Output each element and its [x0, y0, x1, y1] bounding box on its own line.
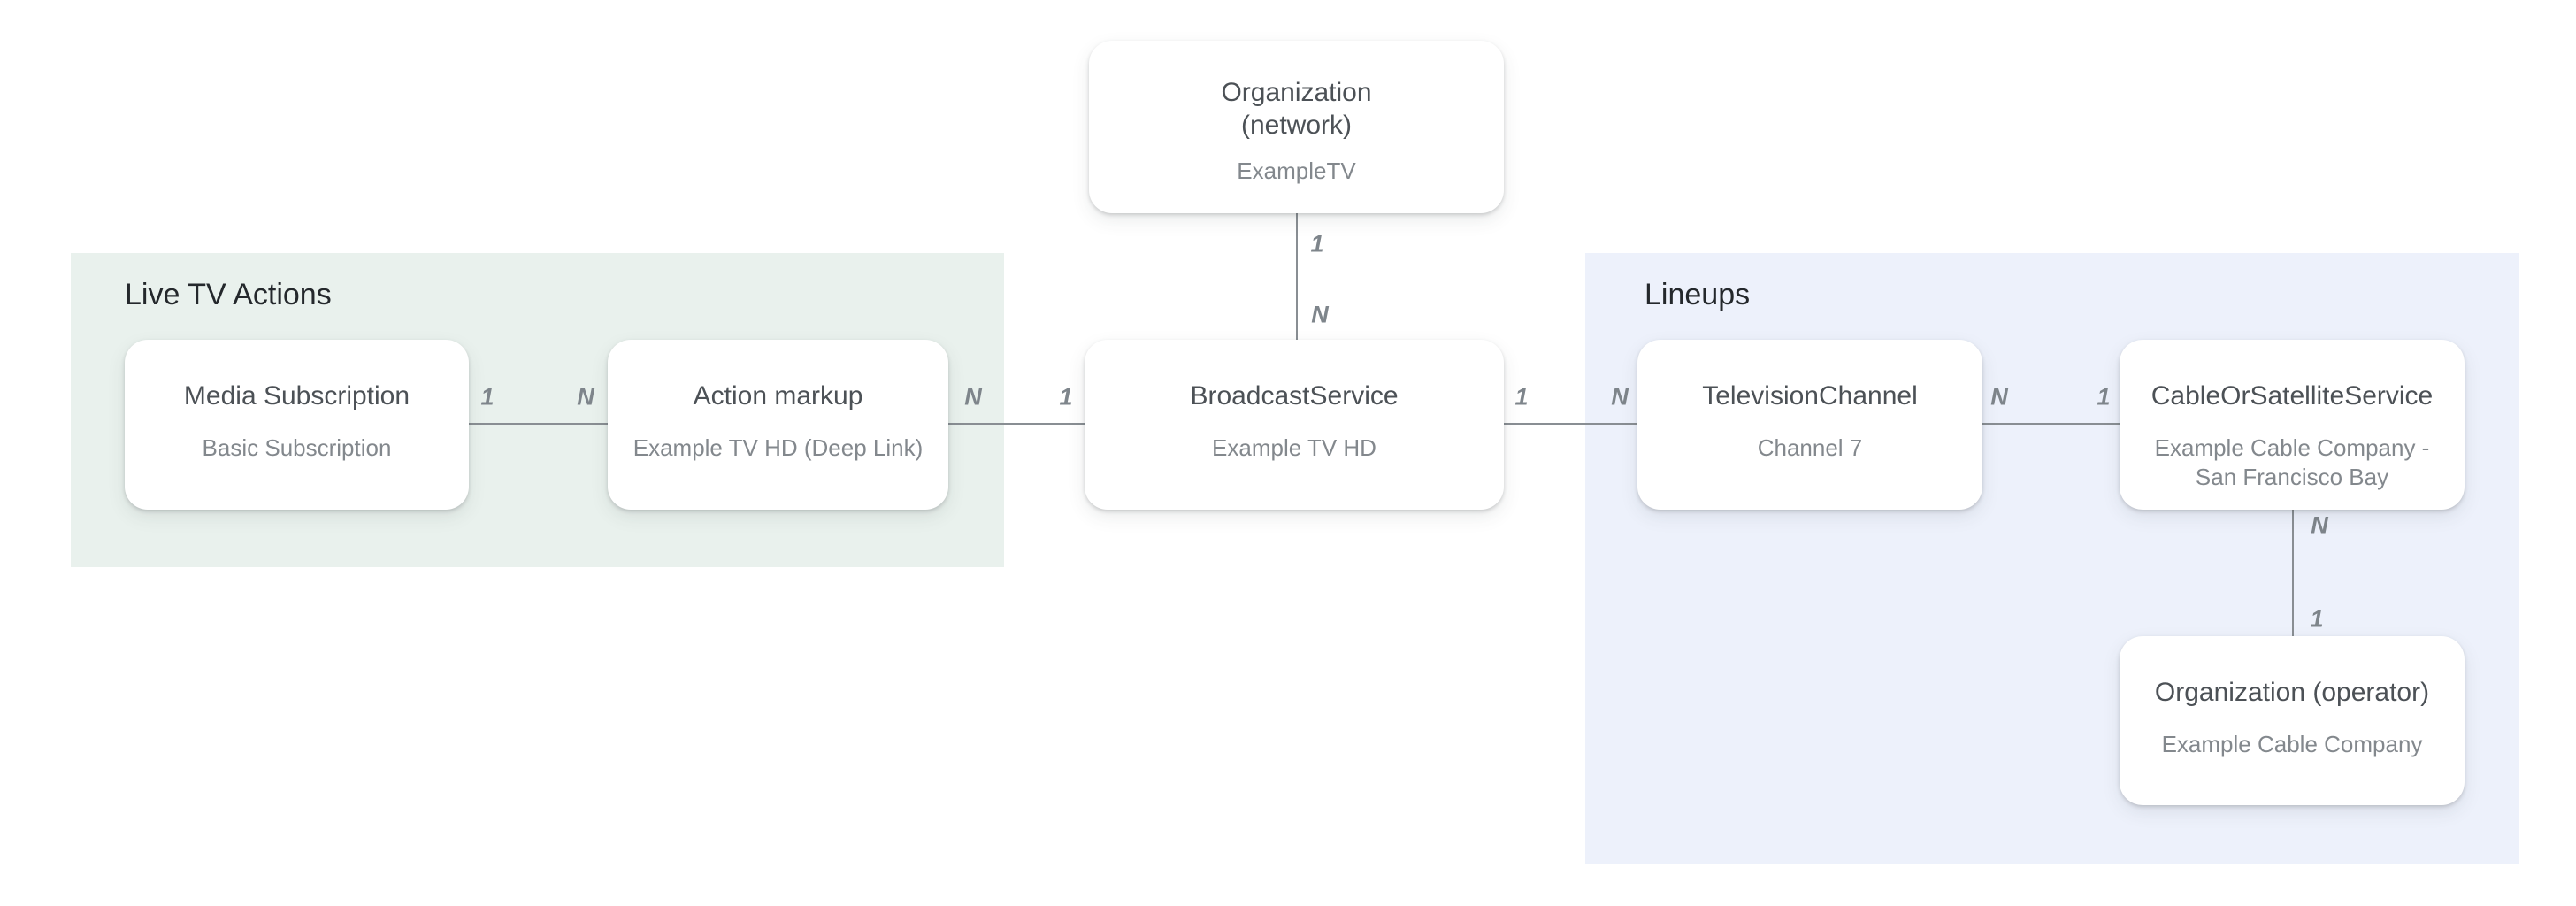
- edge-organization-network-broadcast-service: [1296, 213, 1298, 340]
- cardinality-label: N: [2311, 511, 2328, 539]
- group-label-lineups: Lineups: [1644, 278, 1751, 311]
- node-action-markup: Action markup Example TV HD (Deep Link): [608, 340, 948, 510]
- cardinality-label: N: [1311, 301, 1329, 328]
- cardinality-label: 1: [1310, 230, 1324, 257]
- cardinality-label: 1: [480, 383, 494, 411]
- cardinality-label: N: [1611, 383, 1629, 411]
- cardinality-label: 1: [2310, 605, 2324, 633]
- node-subtitle: Example TV HD: [1212, 434, 1376, 461]
- edge-cable-or-satellite-service-organization-operator: [2292, 510, 2294, 636]
- node-media-subscription: Media Subscription Basic Subscription: [125, 340, 469, 510]
- node-organization-operator: Organization (operator) Example Cable Co…: [2120, 636, 2465, 805]
- node-subtitle: Example Cable Company - San Francisco Ba…: [2154, 434, 2430, 490]
- node-subtitle: Example TV HD (Deep Link): [632, 434, 924, 461]
- cardinality-label: 1: [1059, 383, 1073, 411]
- node-subtitle: Example Cable Company: [2161, 731, 2423, 757]
- edge-television-channel-cable-or-satellite-service: [1982, 423, 2120, 425]
- node-cable-or-satellite-service: CableOrSatelliteService Example Cable Co…: [2120, 340, 2465, 510]
- node-subtitle: Channel 7: [1757, 434, 1863, 461]
- node-title: TelevisionChannel: [1702, 381, 1918, 411]
- cardinality-label: N: [964, 383, 982, 411]
- node-title: Organization(network): [1221, 78, 1372, 140]
- node-title: BroadcastService: [1190, 381, 1399, 411]
- cardinality-label: 1: [1514, 383, 1529, 411]
- edge-media-subscription-action-markup: [469, 423, 608, 425]
- cardinality-label: N: [577, 383, 594, 411]
- node-television-channel: TelevisionChannel Channel 7: [1637, 340, 1982, 510]
- node-title: Media Subscription: [183, 381, 410, 411]
- group-label-live-tv-actions: Live TV Actions: [125, 278, 332, 311]
- node-title: Action markup: [693, 381, 863, 411]
- node-organization-network: Organization(network) ExampleTV: [1089, 41, 1504, 213]
- node-subtitle: Basic Subscription: [202, 434, 392, 461]
- edge-action-markup-broadcast-service: [947, 423, 1085, 425]
- edge-broadcast-service-television-channel: [1504, 423, 1637, 425]
- cardinality-label: N: [1990, 383, 2008, 411]
- node-subtitle: ExampleTV: [1237, 157, 1356, 184]
- node-title: CableOrSatelliteService: [2150, 381, 2434, 411]
- node-broadcast-service: BroadcastService Example TV HD: [1085, 340, 1504, 510]
- node-title: Organization (operator): [2154, 678, 2430, 707]
- cardinality-label: 1: [2097, 383, 2111, 411]
